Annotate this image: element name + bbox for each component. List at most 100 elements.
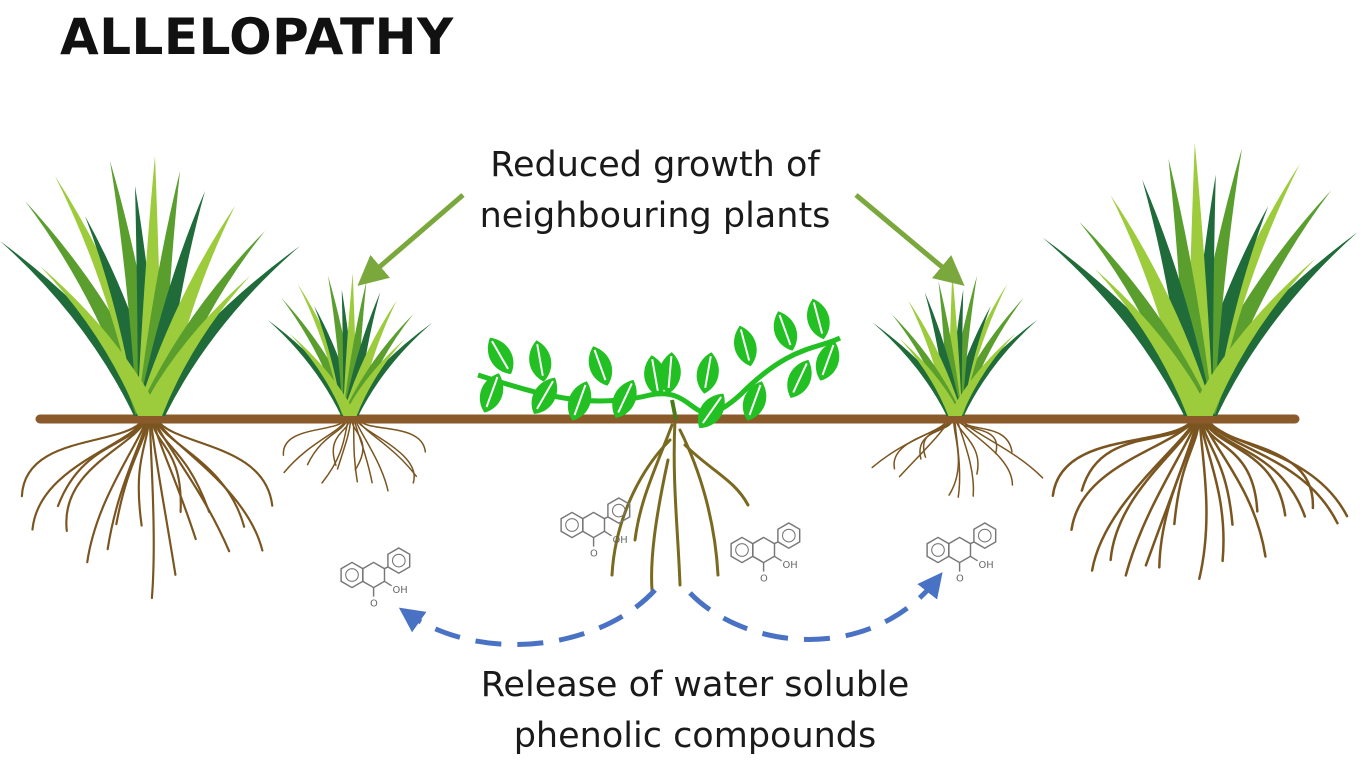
vine-leaf [487, 337, 514, 375]
small-grass-plant-icon [872, 273, 1038, 416]
grass-blade [1142, 179, 1214, 416]
root-strand [20, 418, 145, 498]
root-strand [1109, 418, 1198, 562]
root-strand [354, 419, 389, 492]
root-strand [678, 428, 720, 577]
root-strand [152, 418, 211, 513]
vine-leaf [815, 341, 840, 381]
root-strand [1080, 418, 1196, 492]
molecule-oxygen-label: O [760, 574, 768, 585]
grass-blade [1110, 195, 1215, 416]
root-strand [353, 419, 373, 484]
root-strand [1051, 418, 1195, 497]
vine-leaf [567, 381, 592, 421]
root-strand [650, 458, 670, 592]
root-strand [137, 418, 151, 527]
grass-blade [342, 281, 367, 416]
vine-base [670, 399, 678, 421]
root-system-icon [20, 418, 274, 600]
reduced-growth-label: Reduced growth of neighbouring plants [455, 140, 855, 242]
root-strand [149, 418, 177, 576]
molecule-oxygen-label: O [370, 599, 378, 610]
grass-blade [137, 191, 205, 416]
grass-blade [343, 339, 405, 416]
root-strand [948, 419, 960, 496]
root-strand [1205, 418, 1349, 518]
vine-leaf [787, 359, 812, 398]
vine-leaf [807, 298, 830, 340]
root-system-icon [282, 419, 427, 492]
molecule-hydroxyl-label: OH [979, 560, 994, 571]
label-line: phenolic compounds [513, 716, 877, 756]
root-strand [151, 418, 197, 541]
vine-leaf [612, 379, 637, 418]
root-strand [148, 418, 155, 600]
grass-blade [1168, 158, 1214, 416]
root-strand [65, 418, 147, 532]
root-system-icon [1051, 418, 1349, 580]
dashed-curved-arrow-icon [688, 572, 943, 642]
root-strand [1200, 418, 1234, 526]
grass-blade [342, 292, 381, 416]
phenolic-molecule-icon: O OH [926, 522, 997, 585]
root-strand [1204, 418, 1339, 525]
root-strand [355, 419, 415, 484]
root-strand [1199, 418, 1225, 563]
grass-blade [938, 281, 963, 416]
grass-blade [900, 339, 962, 416]
root-strand [1201, 418, 1267, 558]
vine-leaf [479, 373, 504, 413]
root-strand [955, 419, 979, 475]
root-strand [106, 418, 149, 551]
grass-blade [137, 171, 180, 416]
grass-blade [1187, 258, 1316, 416]
vine-leaf [696, 352, 719, 394]
molecule-hydroxyl-label: OH [613, 535, 628, 546]
vine-leaf [531, 377, 558, 415]
root-strand [154, 418, 246, 528]
root-strand [1198, 418, 1208, 580]
grass-blade [924, 292, 963, 416]
vine-leaf [734, 325, 757, 367]
large-grass-plant-icon [0, 156, 300, 416]
root-strand [153, 418, 231, 553]
root-strand [1203, 418, 1307, 518]
pointer-arrow-icon [357, 193, 465, 286]
molecule-hydroxyl-label: OH [393, 585, 408, 596]
label-line: Release of water soluble [480, 665, 910, 705]
root-strand [961, 419, 1044, 479]
molecule-oxygen-label: O [956, 574, 964, 585]
grass-blade [1095, 269, 1213, 416]
root-strand [1124, 418, 1199, 577]
vine-leaf [588, 346, 613, 386]
root-strand [282, 419, 346, 456]
root-strand [155, 418, 264, 552]
page-title: ALLELOPATHY [60, 8, 454, 66]
grass-blade [908, 300, 963, 416]
root-system-icon [871, 419, 1044, 498]
label-line: Reduced growth of [490, 145, 820, 185]
root-strand [954, 419, 961, 498]
pointer-arrow-icon [854, 193, 965, 286]
vine-leaf [529, 340, 552, 382]
root-strand [56, 418, 146, 508]
root-strand [86, 418, 148, 564]
molecule-oxygen-label: O [590, 549, 598, 560]
root-strand [672, 418, 682, 587]
root-strand [610, 438, 672, 577]
grass-blade [948, 333, 1016, 416]
root-strand [683, 443, 750, 507]
vine-stem [477, 335, 842, 416]
grass-blade [40, 266, 162, 416]
label-line: neighbouring plants [479, 196, 831, 236]
root-strand [958, 419, 1014, 486]
large-grass-plant-icon [1042, 143, 1358, 416]
small-grass-plant-icon [267, 273, 433, 416]
grass-blade [138, 276, 250, 416]
vine-root-icon [610, 418, 750, 592]
root-strand [115, 418, 150, 526]
root-strand [1173, 418, 1201, 526]
phenolic-molecule-icon: O OH [340, 547, 411, 610]
